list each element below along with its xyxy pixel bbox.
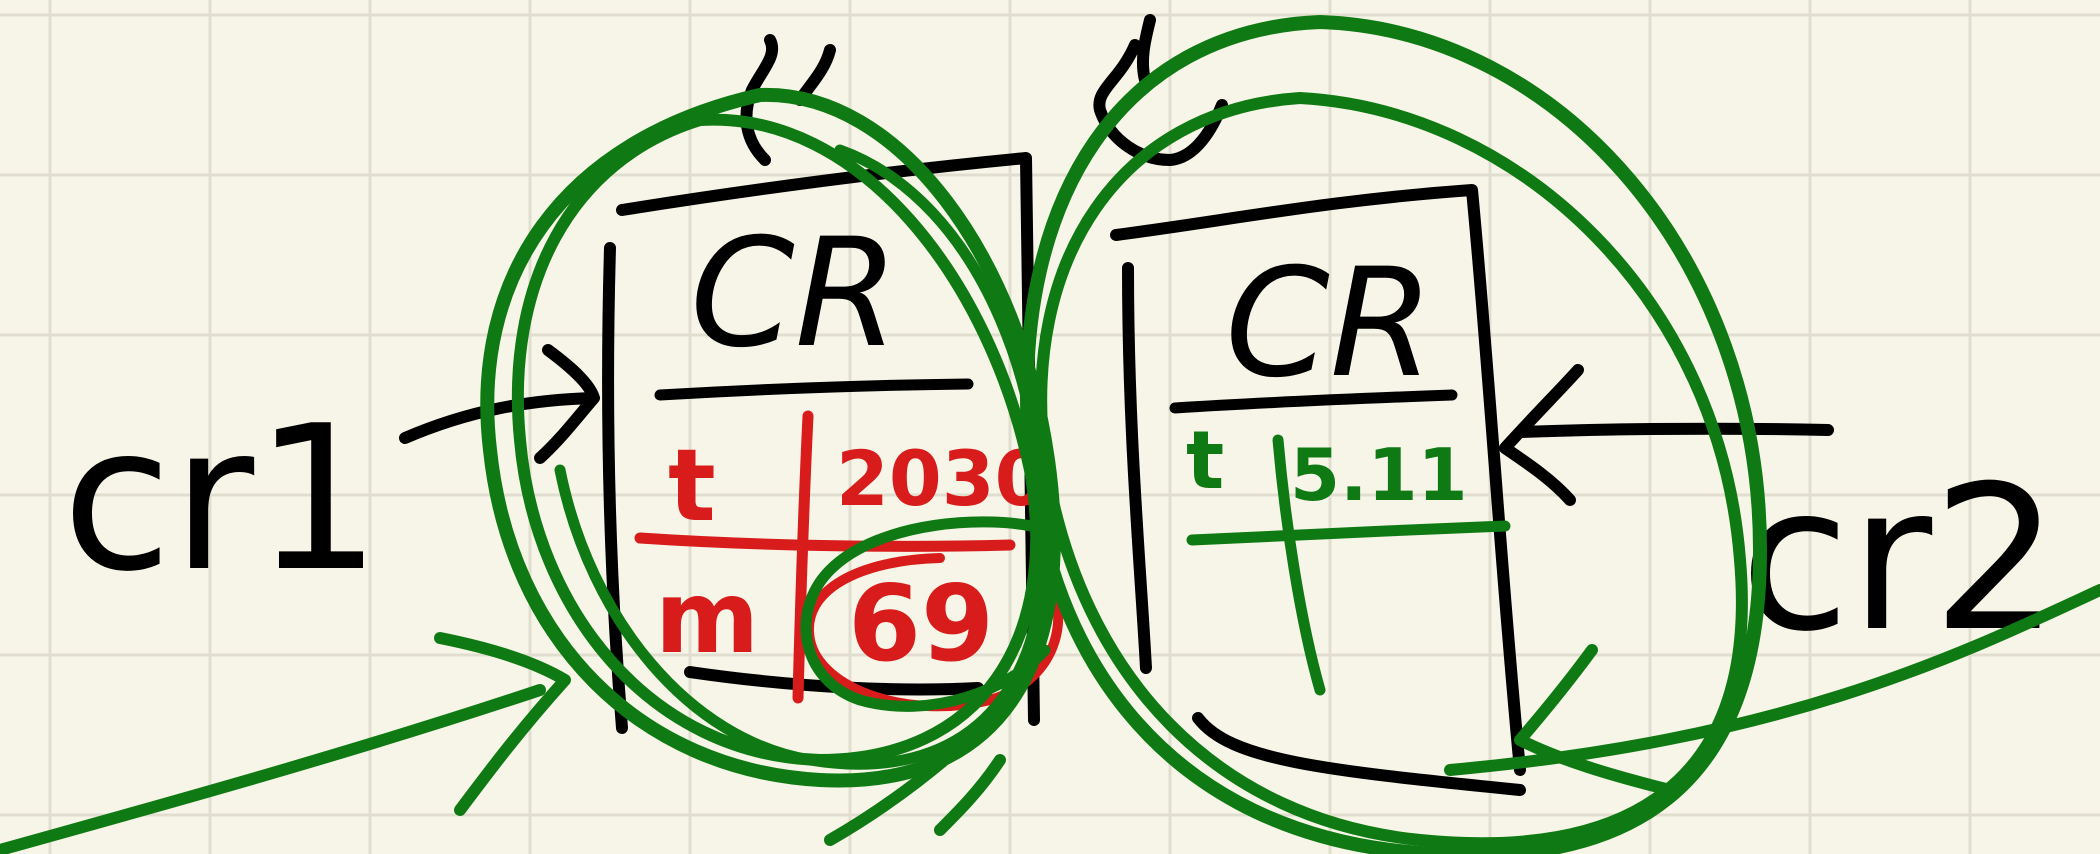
left-caller-label: cr1 bbox=[62, 383, 381, 616]
left-value-circle bbox=[803, 553, 1064, 712]
left-row1-value: 2030 bbox=[836, 434, 1048, 523]
right-table-lines bbox=[1186, 434, 1511, 696]
left-row1-key: t bbox=[668, 427, 716, 544]
right-header-text: CR bbox=[1225, 237, 1434, 411]
right-box-frame bbox=[1110, 184, 1526, 796]
right-object: CR t 5.11 cr2 bbox=[1093, 14, 2059, 796]
green-annotations bbox=[0, 15, 2100, 854]
right-row1-value: 5.11 bbox=[1290, 433, 1468, 517]
right-row1-key: t bbox=[1186, 414, 1224, 507]
left-table-lines bbox=[634, 410, 1016, 704]
left-caller-arrow bbox=[399, 344, 600, 464]
left-header-text: CR bbox=[690, 207, 899, 381]
left-row2-key: m bbox=[655, 559, 759, 676]
right-green-loop-inner bbox=[1035, 92, 1748, 850]
right-green-loop-outer bbox=[1020, 15, 1767, 854]
bottom-left-green-arrow bbox=[0, 632, 571, 854]
right-caller-label: cr2 bbox=[1740, 443, 2059, 676]
left-header-divider bbox=[654, 378, 974, 401]
right-caller-arrow bbox=[1499, 364, 1834, 506]
right-header-divider bbox=[1169, 389, 1458, 414]
left-green-loop-outer bbox=[480, 87, 1061, 788]
left-row2-value: 69 bbox=[848, 563, 994, 685]
bottom-center-green-arrow bbox=[824, 694, 1016, 846]
left-object: CR t 2030 m 69 cr1 bbox=[62, 34, 1064, 734]
right-long-green-arrow bbox=[1444, 584, 2100, 796]
value-green-loop bbox=[800, 516, 1051, 712]
right-pointer-hook bbox=[1093, 14, 1228, 166]
